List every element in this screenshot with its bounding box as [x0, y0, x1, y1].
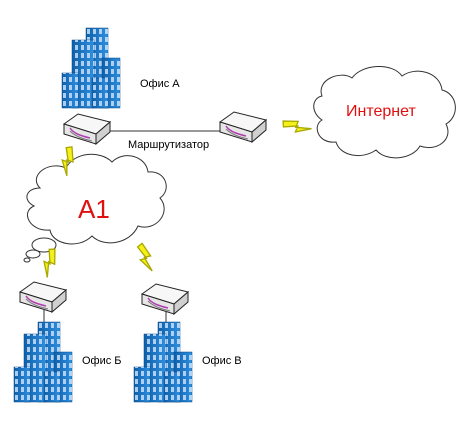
thought-bubble-icon — [23, 237, 57, 263]
router-label: Маршрутизатор — [128, 139, 210, 151]
building-office-b-icon — [13, 321, 73, 403]
router-office-b-icon — [19, 281, 67, 313]
router-internet-icon — [219, 111, 267, 143]
router-office-a-icon — [63, 113, 111, 145]
building-office-v-icon — [133, 321, 193, 403]
office-v-label: Офис В — [202, 355, 242, 367]
lightning-icon — [280, 110, 313, 142]
lightning-icon — [130, 241, 162, 272]
office-a-label: Офис А — [140, 78, 180, 90]
building-office-a-icon — [61, 27, 121, 109]
a1-label: А1 — [78, 194, 110, 224]
router-office-v-icon — [141, 283, 189, 315]
cloud-internet-icon — [313, 65, 456, 159]
internet-label: Интернет — [346, 103, 416, 120]
cloud-a1-icon — [26, 153, 167, 245]
office-b-label: Офис Б — [82, 355, 122, 367]
